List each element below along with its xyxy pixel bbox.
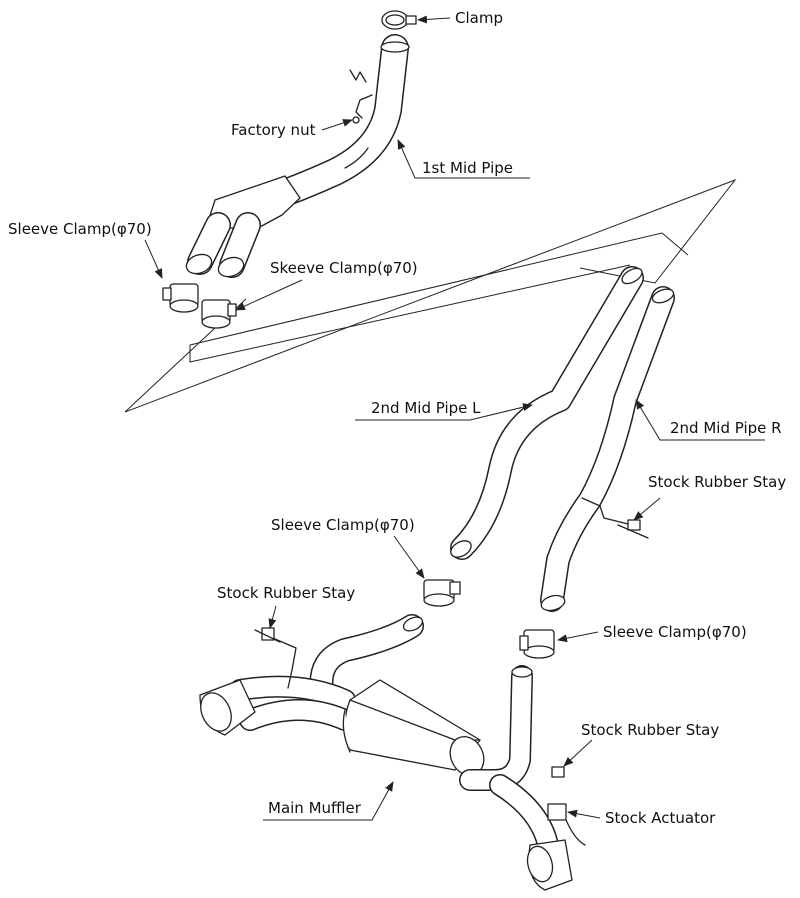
labels: Clamp Factory nut 1st Mid Pipe Sleeve Cl…	[8, 9, 786, 827]
label-sleeve-clamp-3: Sleeve Clamp(φ70)	[603, 623, 747, 641]
sleeve-clamp-2-upper	[201, 299, 237, 329]
stock-rubber-stay-right	[551, 766, 565, 778]
label-stock-rubber-stay-1: Stock Rubber Stay	[648, 473, 786, 491]
label-factory-nut: Factory nut	[231, 121, 316, 139]
label-skeeve-clamp: Skeeve Clamp(φ70)	[270, 259, 418, 277]
label-sleeve-clamp-2: Sleeve Clamp(φ70)	[271, 516, 415, 534]
label-stock-actuator: Stock Actuator	[605, 809, 716, 827]
second-mid-pipe-r	[540, 286, 675, 612]
leaders	[144, 15, 765, 821]
sleeve-clamp-4	[519, 629, 555, 659]
label-stock-rubber-stay-2: Stock Rubber Stay	[217, 584, 355, 602]
second-mid-pipe-l	[450, 266, 644, 560]
label-sleeve-clamp-1: Sleeve Clamp(φ70)	[8, 220, 152, 238]
rear-section	[199, 614, 573, 891]
label-clamp: Clamp	[455, 9, 503, 27]
first-mid-pipe	[185, 34, 410, 278]
label-2nd-mid-pipe-r: 2nd Mid Pipe R	[670, 419, 782, 437]
stock-rubber-stay-left	[254, 627, 281, 643]
label-1st-mid-pipe: 1st Mid Pipe	[422, 159, 513, 177]
sleeve-clamp-1	[162, 283, 199, 313]
stock-actuator	[547, 803, 586, 846]
label-stock-rubber-stay-3: Stock Rubber Stay	[581, 721, 719, 739]
sleeve-clamp-3	[423, 579, 461, 607]
label-main-muffler: Main Muffler	[268, 799, 362, 817]
top-clamp	[381, 10, 417, 30]
assembly-outline	[124, 178, 737, 413]
label-2nd-mid-pipe-l: 2nd Mid Pipe L	[371, 399, 481, 417]
